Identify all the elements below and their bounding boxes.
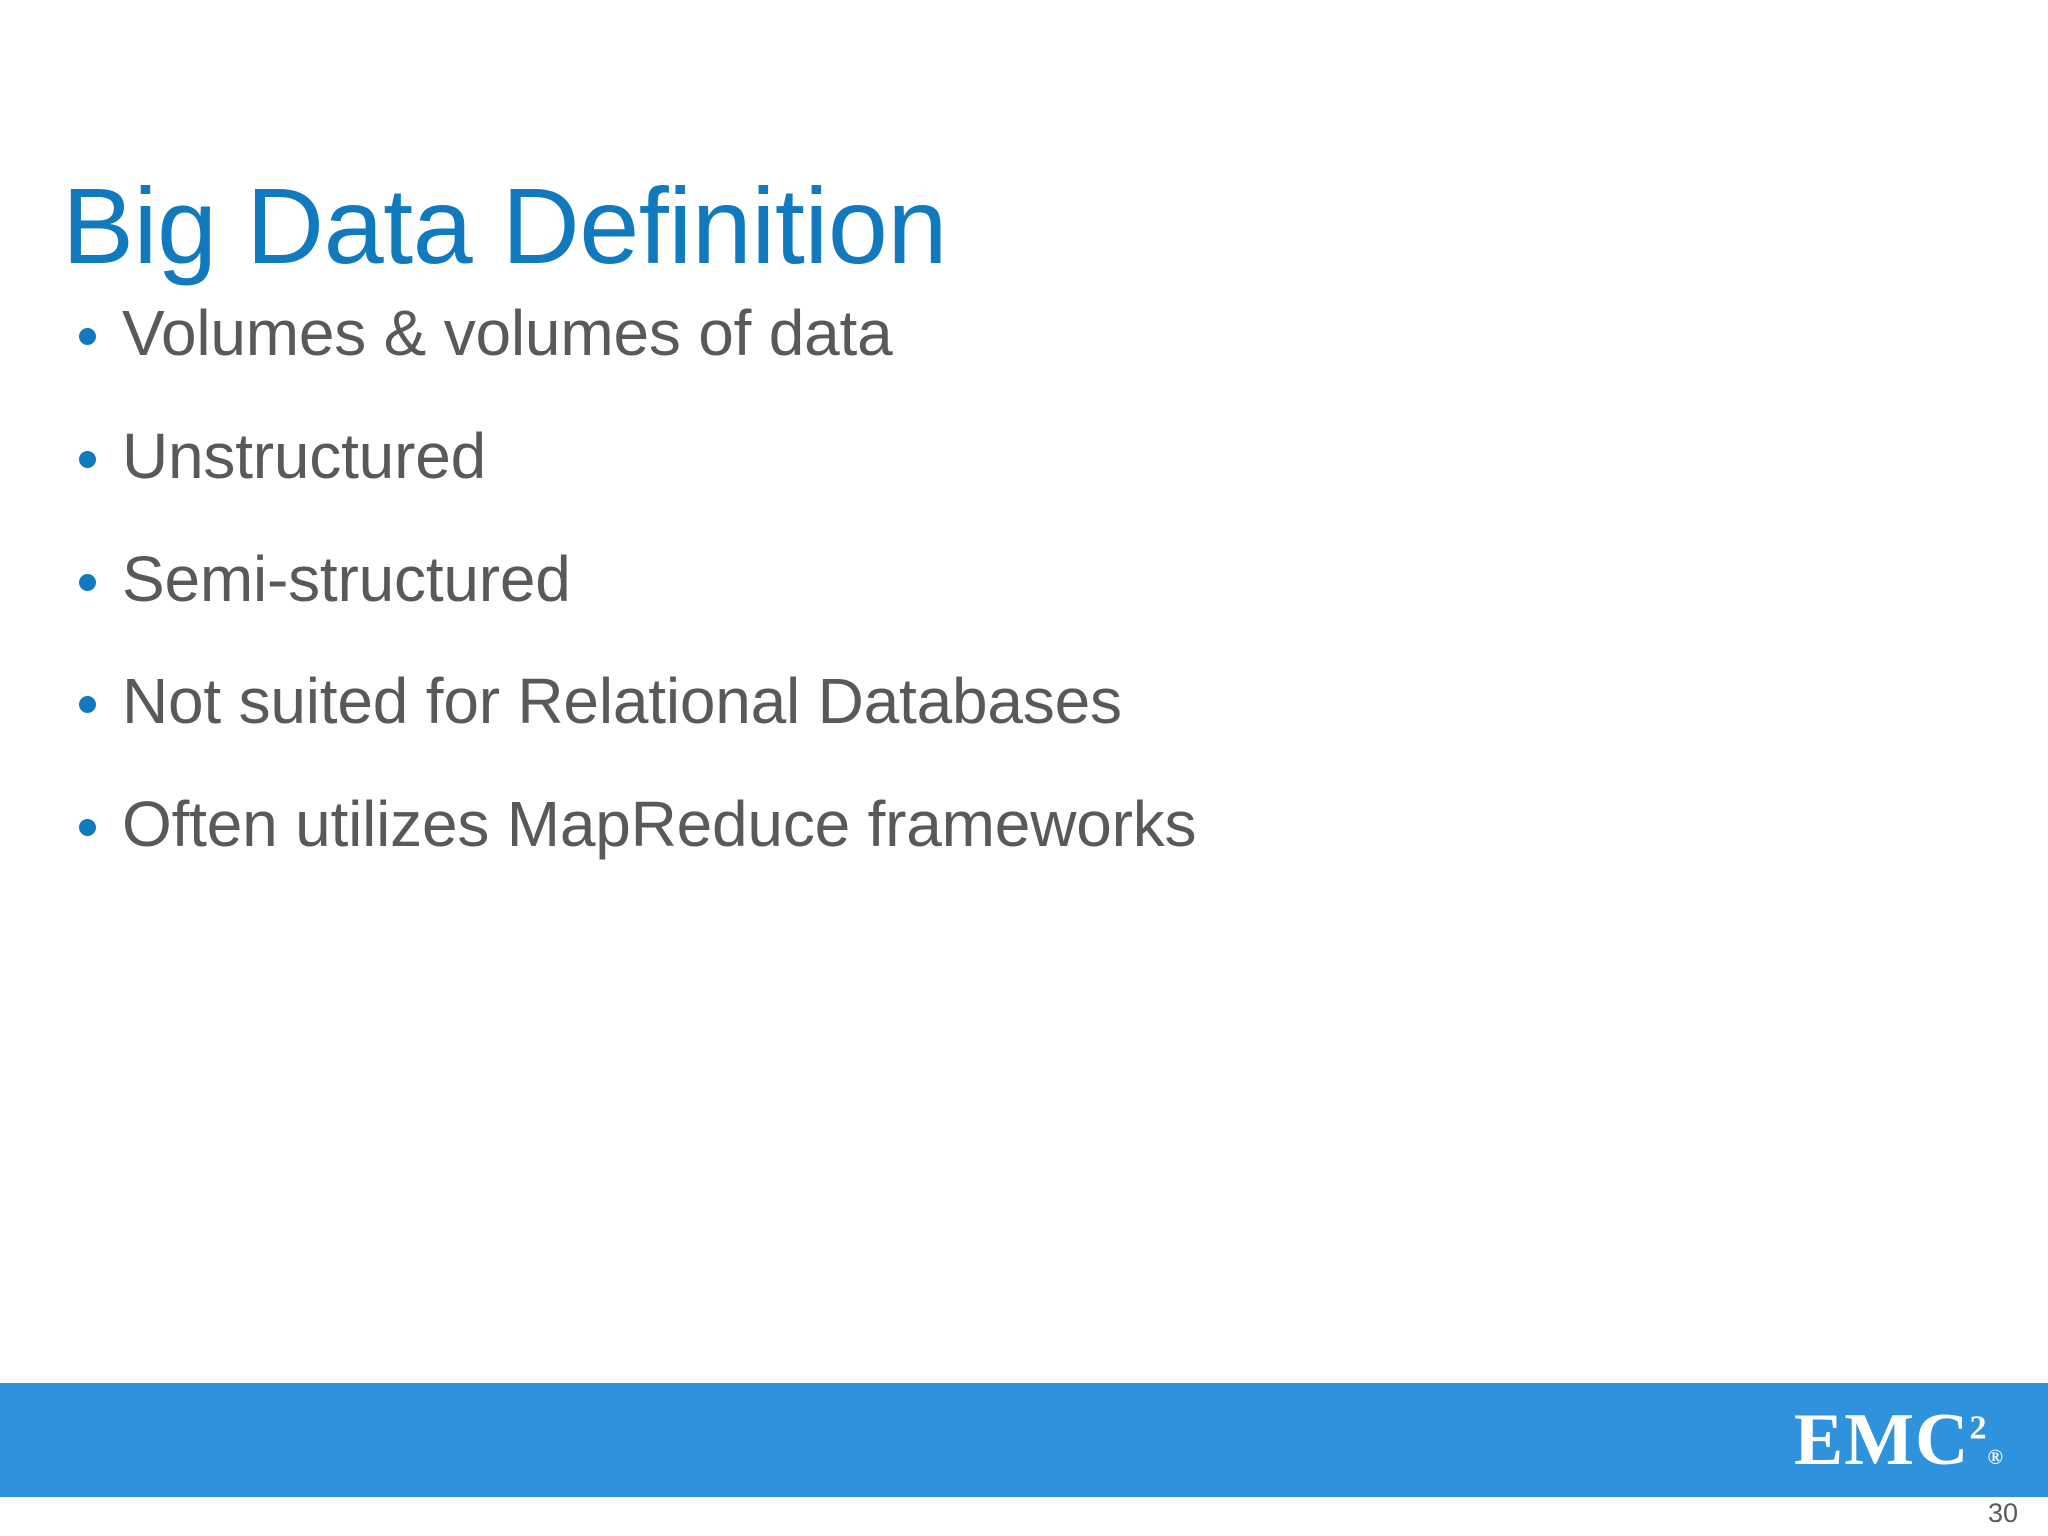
- emc-logo-superscript: 2: [1969, 1409, 1987, 1447]
- bullet-dot-icon: [79, 819, 96, 837]
- bullet-dot-icon: [79, 573, 96, 591]
- registered-trademark-icon: ®: [1987, 1447, 2004, 1469]
- emc-logo-wordmark: EMC: [1793, 1399, 1970, 1481]
- list-item: Unstructured: [62, 419, 1922, 492]
- bullet-dot-icon: [79, 328, 96, 345]
- list-item: Volumes & volumes of data: [62, 297, 1922, 369]
- list-item: Often utilizes MapReduce frameworks: [62, 788, 1922, 861]
- list-item-label: Often utilizes MapReduce frameworks: [122, 788, 1197, 861]
- emc-logo: EMC2®: [1794, 1403, 2004, 1477]
- page-number: 30: [1987, 1498, 2018, 1528]
- bullet-dot-icon: [79, 696, 96, 714]
- list-item: Not suited for Relational Databases: [62, 668, 1922, 736]
- footer-bar: EMC2®: [0, 1383, 2048, 1497]
- page-title: Big Data Definition: [62, 165, 947, 287]
- list-item-label: Semi-structured: [122, 542, 571, 615]
- list-item-label: Unstructured: [122, 419, 486, 492]
- list-item: Semi-structured: [62, 542, 1922, 615]
- bullet-list: Volumes & volumes of data Unstructured S…: [62, 297, 1922, 914]
- list-item-label: Volumes & volumes of data: [122, 297, 893, 369]
- list-item-label: Not suited for Relational Databases: [122, 665, 1122, 738]
- bullet-dot-icon: [79, 450, 96, 468]
